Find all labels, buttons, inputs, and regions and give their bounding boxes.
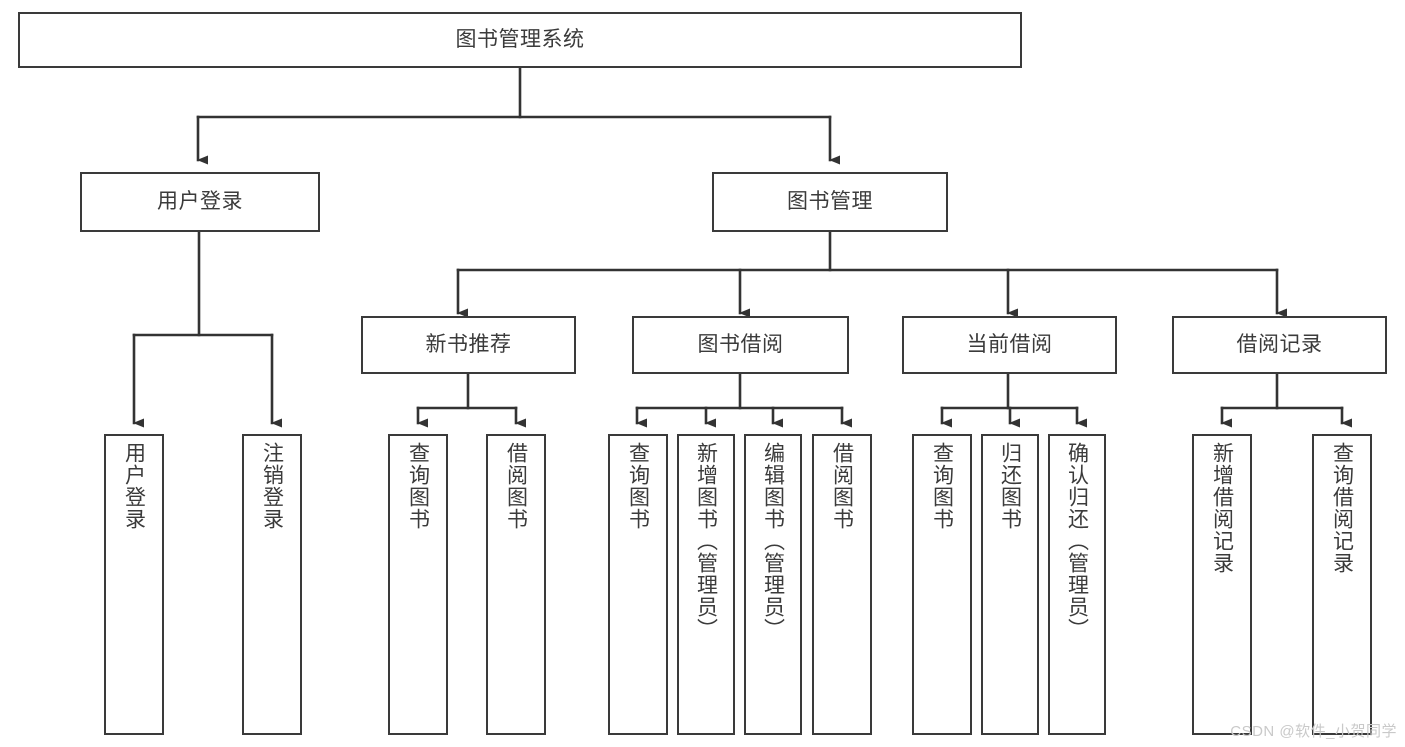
node-label: 查询图书 <box>406 442 430 530</box>
node-label: 查询图书 <box>930 442 954 530</box>
leaf-book-borrow-add-book-admin[interactable]: 新增图书（管理员） <box>677 434 735 735</box>
leaf-new-book-query-books[interactable]: 查询图书 <box>388 434 448 735</box>
node-root-book-management-system[interactable]: 图书管理系统 <box>18 12 1022 68</box>
node-borrow-records[interactable]: 借阅记录 <box>1172 316 1387 374</box>
node-label: 借阅图书 <box>504 442 528 530</box>
node-label: 当前借阅 <box>966 333 1053 357</box>
node-label: 注销登录 <box>260 442 284 530</box>
csdn-watermark: CSDN @软件_小贺同学 <box>1230 723 1397 740</box>
leaf-book-borrow-query-books[interactable]: 查询图书 <box>608 434 668 735</box>
node-label: 查询借阅记录 <box>1330 442 1354 574</box>
leaf-current-borrow-return-books[interactable]: 归还图书 <box>981 434 1039 735</box>
node-label: 图书借阅 <box>697 333 784 357</box>
leaf-new-book-borrow-books[interactable]: 借阅图书 <box>486 434 546 735</box>
node-label: 用户登录 <box>122 442 146 530</box>
node-user-login[interactable]: 用户登录 <box>80 172 320 232</box>
node-label: 新增图书（管理员） <box>694 442 718 640</box>
node-label: 归还图书 <box>998 442 1022 530</box>
node-book-management[interactable]: 图书管理 <box>712 172 948 232</box>
leaf-user-login-login[interactable]: 用户登录 <box>104 434 164 735</box>
node-label: 新书推荐 <box>425 333 512 357</box>
leaf-book-borrow-edit-book-admin[interactable]: 编辑图书（管理员） <box>744 434 802 735</box>
leaf-current-borrow-query-books[interactable]: 查询图书 <box>912 434 972 735</box>
leaf-user-login-logout[interactable]: 注销登录 <box>242 434 302 735</box>
node-label: 借阅图书 <box>830 442 854 530</box>
leaf-borrow-record-add-record[interactable]: 新增借阅记录 <box>1192 434 1252 735</box>
node-book-borrowing[interactable]: 图书借阅 <box>632 316 849 374</box>
node-label: 确认归还（管理员） <box>1065 442 1089 640</box>
leaf-borrow-record-query-record[interactable]: 查询借阅记录 <box>1312 434 1372 735</box>
node-label: 新增借阅记录 <box>1210 442 1234 574</box>
node-label: 图书管理系统 <box>455 28 585 52</box>
node-label: 图书管理 <box>787 190 873 214</box>
node-label: 查询图书 <box>626 442 650 530</box>
node-label: 编辑图书（管理员） <box>761 442 785 640</box>
node-new-book-recommendation[interactable]: 新书推荐 <box>361 316 576 374</box>
leaf-book-borrow-borrow-books[interactable]: 借阅图书 <box>812 434 872 735</box>
leaf-current-borrow-confirm-return-admin[interactable]: 确认归还（管理员） <box>1048 434 1106 735</box>
node-label: 用户登录 <box>157 190 243 214</box>
node-label: 借阅记录 <box>1236 333 1323 357</box>
node-current-borrowing[interactable]: 当前借阅 <box>902 316 1117 374</box>
